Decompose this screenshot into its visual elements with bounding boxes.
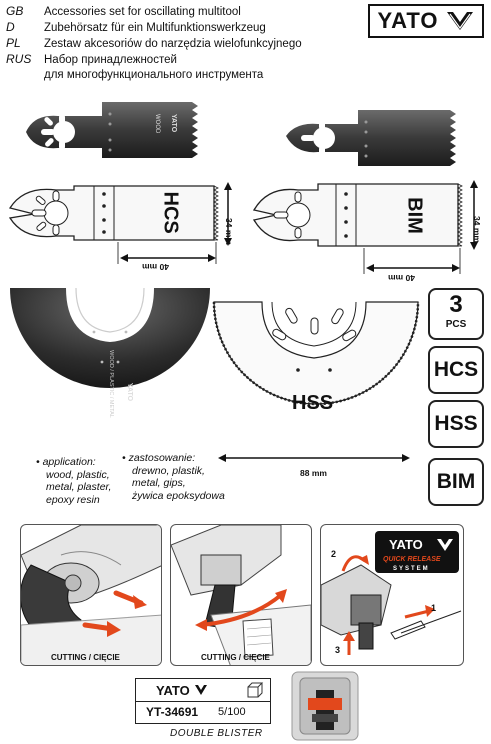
box-icon [247,682,263,698]
application-gb: • application: wood, plastic, metal, pla… [36,456,111,506]
round-photo-logo: YATO [126,383,133,402]
application-pl-line-3: metal, gips, [132,477,186,489]
hcs-height-dim: 34 mm [224,218,234,245]
hcs-blade-photo: WOOD YATO [26,102,198,158]
step-1-label: 1 [431,603,436,613]
bim-blade-drawing [252,180,478,274]
lang-gb: GB Accessories set for oscillating multit… [6,4,241,19]
hcs-blade-drawing [8,182,232,264]
qr-line1: QUICK RELEASE [383,556,441,563]
product-logo: YATO [156,682,190,698]
lang-code-d: D [6,20,15,34]
lang-d: D Zubehörsatz für ein Multifunktionswerkz… [6,20,266,35]
product-logo-row: YATO [136,679,270,702]
product-pack: 5/100 [218,706,246,718]
product-code-row: YT-34691 5/100 [136,701,270,723]
blister-photo [291,671,359,741]
hss-blade-drawing [212,301,420,462]
lang-text-rus: Набор принадлежностей [44,54,177,66]
product-code: YT-34691 [146,705,199,719]
application-gb-line-1: • application: [36,456,96,468]
yato-logo-icon [446,12,473,30]
pcs-badge: 3 PCS [428,288,484,340]
product-code-box: YATO YT-34691 5/100 [135,678,271,724]
lang-text-pl: Zestaw akcesoriów do narzędzia wielofunk… [44,38,302,50]
application-gb-line-4: epoxy resin [46,493,100,506]
brand-logo: YATO [368,4,484,38]
lang-code-gb: GB [6,4,24,18]
application-pl-line-2: drewno, plastik, [132,464,205,477]
lang-code-pl: PL [6,36,21,50]
lang-pl: PL Zestaw akcesoriów do narzędzia wielofu… [6,36,302,51]
cutting-panel-2: CUTTING / CIĘCIE [170,524,312,666]
bim-blade-photo [286,110,456,166]
cutting-panel-1: CUTTING / CIĘCIE [20,524,162,666]
lang-text-d: Zubehörsatz für ein Multifunktionswerkze… [44,22,266,34]
bim-label: BIM [403,197,426,234]
brand-logo-text: YATO [377,8,439,33]
lang-text-rus-2: для многофункционального инструмента [44,69,264,81]
pcs-count: 3 [449,291,463,318]
hcs-photo-logo: YATO [170,114,177,133]
application-gb-line-3: metal, plaster, [46,481,112,493]
application-pl-line-4: żywica epoksydowa [132,489,225,502]
bim-height-dim: 34 mm [472,216,482,243]
quick-release-illustration: YATO QUICK RELEASE SYSTEM 1 2 3 [321,531,462,655]
round-blade-photo: WOOD / PLASTIC / METAL YATO [10,287,210,418]
lang-text-gb: Accessories set for oscillating multitoo… [44,6,241,18]
step-3-label: 3 [335,645,340,655]
cutting-illustration-1 [21,525,161,665]
application-gb-line-2: wood, plastic, [46,468,110,481]
hcs-label: HCS [159,191,182,234]
hcs-photo-engraving: WOOD [154,114,160,134]
application-pl-line-1: • zastosowanie: [122,452,196,464]
lang-code-rus: RUS [6,52,32,66]
round-photo-engraving: WOOD / PLASTIC / METAL [108,350,114,418]
cutting-caption-2: CUTTING / CIĘCIE [201,653,270,662]
hss-badge: HSS [428,400,484,448]
cutting-caption-1: CUTTING / CIĘCIE [51,653,120,662]
product-logo-icon [194,685,207,695]
hss-diameter-dim: 88 mm [300,468,327,478]
qr-logo: YATO [389,537,423,552]
lang-rus-2: для многофункционального инструмента [6,68,263,82]
hss-label: HSS [292,392,334,414]
hcs-badge: HCS [428,346,484,394]
bim-badge: BIM [428,458,484,506]
application-pl: • zastosowanie: drewno, plastik, metal, … [122,452,225,502]
quick-release-panel: YATO QUICK RELEASE SYSTEM 1 2 3 [320,524,464,666]
hcs-width-dim: 40 mm [142,262,169,272]
step-2-label: 2 [331,549,336,559]
qr-line2: SYSTEM [393,566,430,572]
lang-rus: RUS Набор принадлежностей [6,52,177,67]
pcs-unit: PCS [445,319,467,330]
cutting-illustration-2 [171,525,311,665]
blister-caption: DOUBLE BLISTER [170,728,263,739]
